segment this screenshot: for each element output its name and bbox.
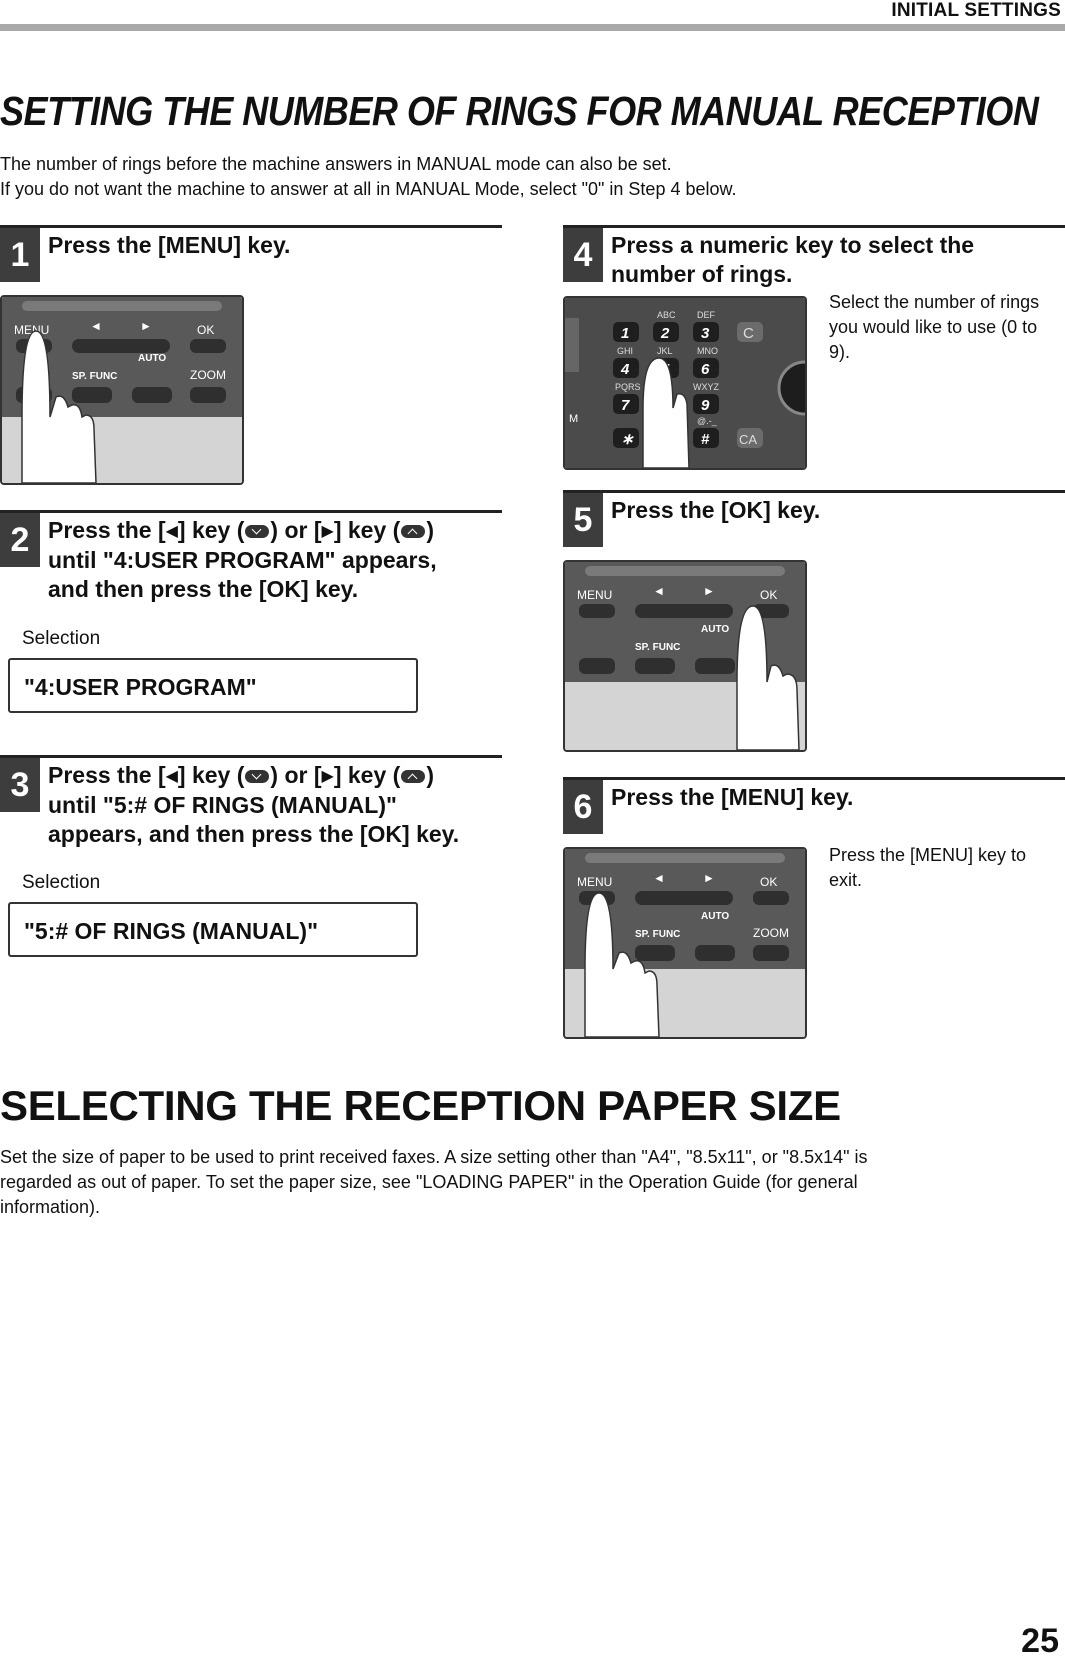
paper-size-line-3: information). xyxy=(0,1197,101,1217)
step-6-note: Press the [MENU] key to exit. xyxy=(829,845,1027,890)
up-key-icon xyxy=(401,770,426,784)
right-arrow-icon: ► xyxy=(140,319,152,333)
section-title-paper-size: SELECTING THE RECEPTION PAPER SIZE xyxy=(0,1082,841,1129)
step-instruction: Press the [◀] key () or [▶] key () until… xyxy=(48,762,460,848)
key-star: ∗ xyxy=(621,431,634,448)
auto-label: AUTO xyxy=(701,911,729,922)
paper-size-line-2: regarded as out of paper. To set the pap… xyxy=(0,1172,858,1192)
panel-illustration-ok: MENU OK ◄ ► SP. FUNC AUTO xyxy=(563,560,807,752)
right-arrow-icon: ▶ xyxy=(321,523,334,541)
control-panel-image: MENU OK ◄ ► SP. FUNC AUTO ZOOM xyxy=(565,849,805,1037)
letters-pqrs: PQRS xyxy=(615,382,641,392)
pointing-hand-icon xyxy=(21,330,97,483)
step-number: 6 xyxy=(563,780,603,834)
letters-jkl: JKL xyxy=(657,346,673,356)
right-arrow-icon: ► xyxy=(703,871,715,885)
step-number: 4 xyxy=(563,228,603,282)
zoom-label: ZOOM xyxy=(190,368,226,382)
right-arrow-icon: ► xyxy=(703,584,715,598)
ok-key-label: OK xyxy=(197,323,214,337)
letters-mno: MNO xyxy=(697,346,718,356)
step-instruction: Press the [MENU] key. xyxy=(48,232,291,258)
step-2: 2 Press the [◀] key () or [▶] key () unt… xyxy=(0,510,502,602)
pointing-hand-icon xyxy=(642,357,690,468)
step-number: 2 xyxy=(0,513,40,567)
step-5: 5 Press the [OK] key. xyxy=(563,490,1065,553)
key-7: 7 xyxy=(621,397,630,414)
left-arrow-icon: ◀ xyxy=(165,523,178,541)
step-number: 1 xyxy=(0,228,40,282)
key-4: 4 xyxy=(620,361,630,378)
left-arrow-icon: ◀ xyxy=(165,768,178,786)
step-instruction: Press the [OK] key. xyxy=(611,497,821,523)
auto-label: AUTO xyxy=(138,353,166,364)
control-panel-image: MENU OK ◄ ► SP. FUNC AUTO ZOOM xyxy=(2,297,242,483)
control-panel-image: MENU OK ◄ ► SP. FUNC AUTO xyxy=(565,562,805,750)
right-arrow-icon: ▶ xyxy=(321,768,334,786)
ok-key-label: OK xyxy=(760,875,777,889)
keypad-illustration: M ABC DEF GHI JKL MNO PQRS WXYZ @.-_ 1 2… xyxy=(563,296,807,470)
key-2: 2 xyxy=(660,325,670,342)
left-arrow-icon: ◄ xyxy=(90,319,102,333)
numeric-keypad-image: M ABC DEF GHI JKL MNO PQRS WXYZ @.-_ 1 2… xyxy=(565,298,805,468)
step-1: 1 Press the [MENU] key. xyxy=(0,225,502,288)
selection-label: Selection xyxy=(22,872,101,893)
step-instruction: Press the [MENU] key. xyxy=(611,784,854,810)
panel-illustration-menu-exit: MENU OK ◄ ► SP. FUNC AUTO ZOOM xyxy=(563,847,807,1039)
ok-key-label: OK xyxy=(760,588,777,602)
letters-def: DEF xyxy=(697,310,716,320)
running-header: INITIAL SETTINGS xyxy=(891,0,1061,21)
selection-display: "4:USER PROGRAM" xyxy=(8,658,418,713)
left-arrow-icon: ◄ xyxy=(653,871,665,885)
selection-display: "5:# OF RINGS (MANUAL)" xyxy=(8,902,418,957)
sp-func-label: SP. FUNC xyxy=(635,642,680,653)
letters-symbols: @.-_ xyxy=(697,416,718,426)
page-number: 25 xyxy=(1021,1622,1059,1660)
menu-key-label: MENU xyxy=(577,875,612,889)
paper-size-line-1: Set the size of paper to be used to prin… xyxy=(0,1147,868,1167)
letters-wxyz: WXYZ xyxy=(693,382,720,392)
m-label: M xyxy=(569,413,578,425)
header-rule xyxy=(0,24,1065,31)
key-9: 9 xyxy=(701,397,710,414)
pointing-hand-icon xyxy=(584,892,660,1037)
sp-func-label: SP. FUNC xyxy=(635,929,680,940)
up-key-icon xyxy=(401,525,426,539)
intro-line-1: The number of rings before the machine a… xyxy=(0,154,672,174)
step-3: 3 Press the [◀] key () or [▶] key () unt… xyxy=(0,755,502,847)
key-6: 6 xyxy=(701,361,710,378)
step-4-note: Select the number of rings you would lik… xyxy=(829,292,1040,362)
letters-ghi: GHI xyxy=(617,346,633,356)
key-3: 3 xyxy=(701,325,710,342)
step-number: 5 xyxy=(563,493,603,547)
menu-key-label: MENU xyxy=(577,588,612,602)
auto-label: AUTO xyxy=(701,624,729,635)
step-number: 3 xyxy=(0,758,40,812)
down-key-icon xyxy=(245,770,270,784)
key-1: 1 xyxy=(621,325,629,342)
key-c: C xyxy=(743,325,754,342)
selection-label: Selection xyxy=(22,628,101,649)
step-instruction: Press the [◀] key () or [▶] key () until… xyxy=(48,517,437,603)
key-ca: CA xyxy=(739,432,757,447)
step-6: 6 Press the [MENU] key. xyxy=(563,777,1065,840)
key-hash: # xyxy=(701,431,710,448)
sp-func-label: SP. FUNC xyxy=(72,371,117,382)
zoom-label: ZOOM xyxy=(753,926,789,940)
pointing-hand-icon xyxy=(736,605,800,750)
down-key-icon xyxy=(245,525,270,539)
letters-abc: ABC xyxy=(657,310,676,320)
section-title-rings: SETTING THE NUMBER OF RINGS FOR MANUAL R… xyxy=(0,88,1039,134)
intro-line-2: If you do not want the machine to answer… xyxy=(0,179,737,199)
left-arrow-icon: ◄ xyxy=(653,584,665,598)
panel-illustration-menu: MENU OK ◄ ► SP. FUNC AUTO ZOOM xyxy=(0,295,244,485)
